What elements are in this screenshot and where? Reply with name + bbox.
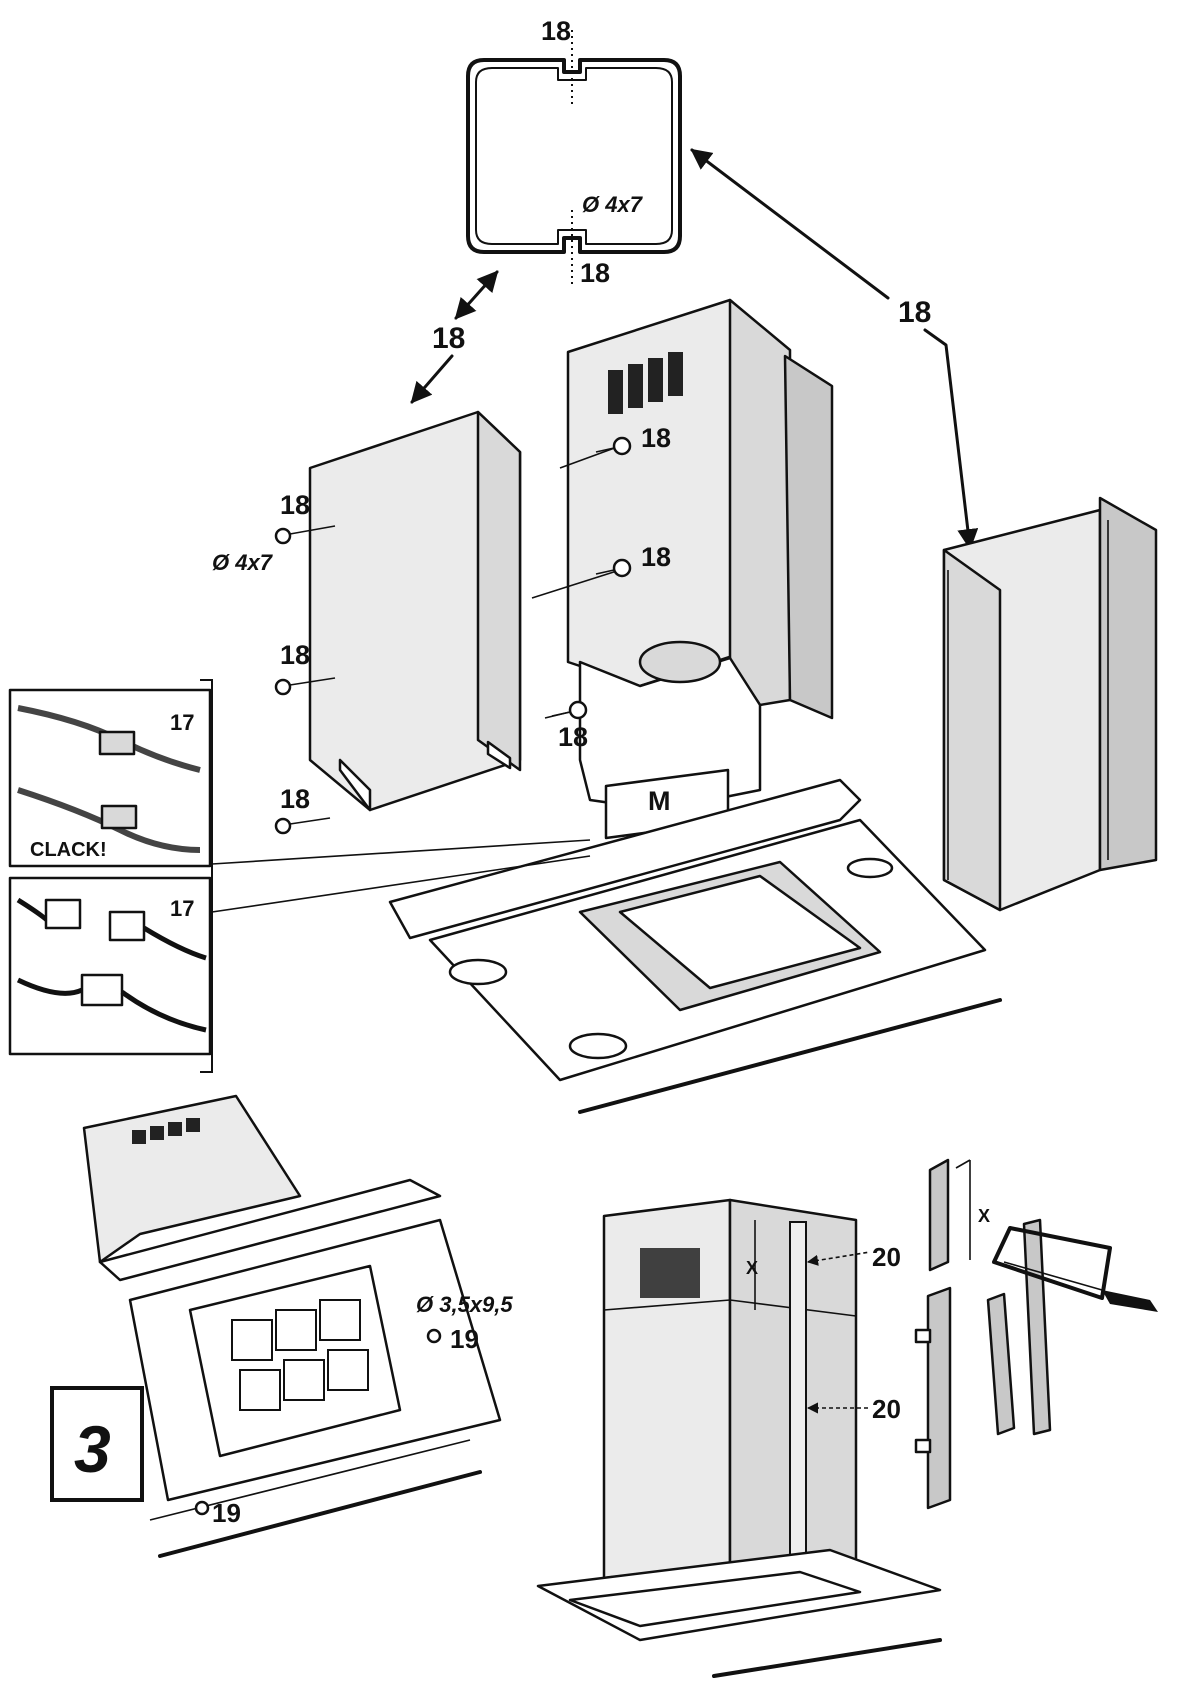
connector-detail-top	[8, 688, 212, 868]
label-18-center-3: 18	[558, 722, 588, 752]
step-number: 3	[74, 1412, 111, 1486]
screws-left	[274, 525, 336, 835]
dim-x-chimney: X	[746, 1258, 758, 1278]
label-18-left-2: 18	[280, 640, 310, 670]
label-17-bottom: 17	[170, 896, 194, 921]
label-20-upper: 20	[872, 1242, 901, 1272]
left-chimney-panel	[308, 410, 522, 812]
label-19-right: 19	[450, 1324, 479, 1354]
screws-center	[551, 436, 632, 720]
hood-body	[531, 298, 834, 840]
label-18-left-1: 18	[280, 490, 310, 520]
label-18-top: 18	[541, 16, 571, 46]
label-18-center-2: 18	[641, 542, 671, 572]
right-chimney-panel	[942, 496, 1158, 912]
final-chimney	[536, 1198, 942, 1678]
assembly-arrows	[410, 148, 979, 551]
chimney-cross-section	[466, 30, 682, 288]
label-18-left-3: 18	[280, 784, 310, 814]
hood-canopy	[388, 778, 1002, 1114]
label-screw-4x7-top: Ø 4x7	[582, 192, 644, 217]
clack-label: CLACK!	[30, 839, 107, 861]
connector-detail-bottom	[8, 876, 212, 1056]
label-18-section-bottom: 18	[580, 258, 610, 288]
chimney-grille	[640, 1248, 700, 1298]
label-17-top: 17	[170, 710, 194, 735]
step-number-box	[50, 1386, 144, 1502]
step3-hood	[82, 1094, 502, 1558]
motor-label: M	[648, 786, 671, 816]
label-18-left-arrow: 18	[432, 322, 465, 355]
label-20-lower: 20	[872, 1394, 901, 1424]
label-18-center-1: 18	[641, 423, 671, 453]
rail-cutting	[914, 1158, 1158, 1510]
dim-x-rail: X	[978, 1206, 990, 1226]
label-screw-3-5: Ø 3,5x9,5	[416, 1292, 513, 1317]
label-19-bottom: 19	[212, 1498, 241, 1528]
label-screw-4x7-left: Ø 4x7	[212, 550, 274, 575]
label-18-right-arrow: 18	[898, 296, 931, 329]
